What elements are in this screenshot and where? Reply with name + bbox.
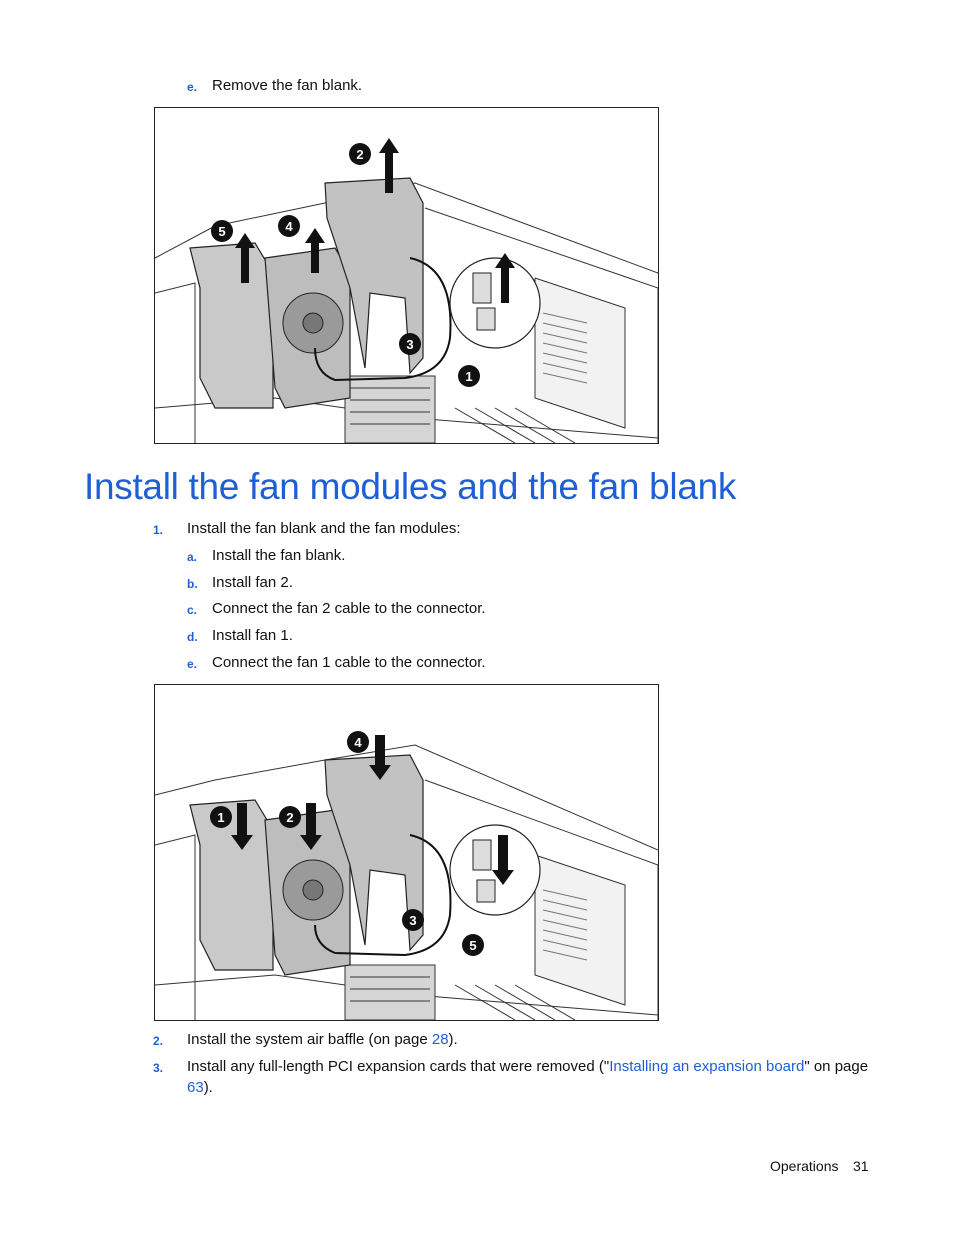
callout-4: 4 xyxy=(354,735,362,750)
illustration-fans-removal: 2 4 5 3 1 xyxy=(155,138,658,443)
step-text: Install the fan blank and the fan module… xyxy=(187,520,461,537)
substep-marker: d. xyxy=(187,630,198,644)
illustration-fans-install: 4 2 1 3 5 xyxy=(155,731,658,1020)
callout-4: 4 xyxy=(285,219,293,234)
substep-text: Install fan 2. xyxy=(212,574,293,591)
step-text: Remove the fan blank. xyxy=(212,77,363,94)
step-text: Install the system air baffle (on page 2… xyxy=(187,1031,458,1049)
callout-2: 2 xyxy=(356,147,363,162)
page-link-63[interactable]: 63 xyxy=(187,1079,204,1096)
step-marker: 1. xyxy=(153,523,164,537)
callout-1: 1 xyxy=(465,369,472,384)
callout-1: 1 xyxy=(217,810,224,825)
step-marker: 3. xyxy=(153,1061,164,1075)
substep-marker: c. xyxy=(187,603,198,617)
callout-3: 3 xyxy=(406,337,413,352)
link-installing-expansion-board[interactable]: Installing an expansion board xyxy=(609,1058,805,1075)
section-title: Install the fan modules and the fan blan… xyxy=(84,466,737,507)
callout-2: 2 xyxy=(286,810,293,825)
footer-page-number: 31 xyxy=(853,1158,869,1174)
step2-text-before: Install the system air baffle (on page xyxy=(187,1031,432,1048)
step3-text-mid: " on page xyxy=(804,1058,869,1075)
substep-text: Install fan 1. xyxy=(212,627,293,644)
callouts-figure2: 4 2 1 3 5 xyxy=(210,731,484,956)
step3-text-after: ). xyxy=(203,1079,213,1096)
step2-text-after: ). xyxy=(448,1031,458,1048)
step-text-continuation: 63). xyxy=(187,1079,213,1097)
substep-marker: a. xyxy=(187,550,198,564)
figure-remove-fan-blank: 2 4 5 3 1 xyxy=(154,107,659,444)
figure-install-fans: 4 2 1 3 5 xyxy=(154,684,659,1021)
substep-marker: e. xyxy=(187,657,198,671)
step-marker: e. xyxy=(187,80,198,94)
callouts-figure1: 2 4 5 3 1 xyxy=(211,143,480,387)
page-link-28[interactable]: 28 xyxy=(431,1031,449,1048)
step-text: Install any full-length PCI expansion ca… xyxy=(187,1058,877,1076)
substep-text: Install the fan blank. xyxy=(212,547,346,564)
callout-5: 5 xyxy=(218,224,225,239)
step-marker: 2. xyxy=(153,1034,164,1048)
substep-text: Connect the fan 2 cable to the connector… xyxy=(212,600,486,617)
substep-marker: b. xyxy=(187,577,198,591)
callout-3: 3 xyxy=(409,913,416,928)
substep-text: Connect the fan 1 cable to the connector… xyxy=(212,654,486,671)
callout-5: 5 xyxy=(469,938,476,953)
step3-text-before: Install any full-length PCI expansion ca… xyxy=(187,1058,610,1075)
footer-section: Operations xyxy=(770,1158,839,1174)
